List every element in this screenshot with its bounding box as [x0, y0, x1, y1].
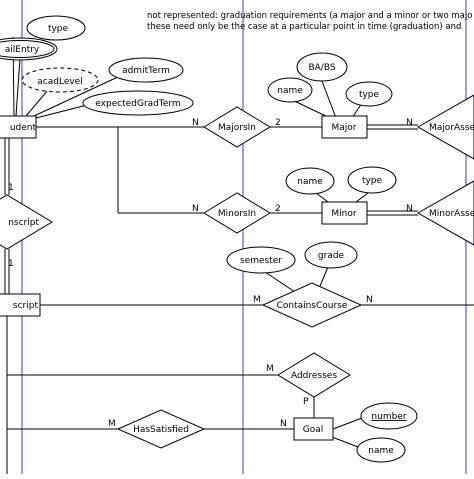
card-minorsin-student: N — [192, 204, 199, 214]
card-containscourse-right: N — [366, 295, 373, 305]
entity-student-label: udent — [10, 123, 37, 133]
attr-acadlevel-label: acadLevel — [37, 77, 82, 87]
card-student-transcript: 1 — [8, 183, 14, 193]
attr-minor-type-shape — [347, 166, 397, 194]
attr-major-name-shape — [267, 77, 313, 103]
card-transcript-student: 1 — [8, 259, 14, 269]
rel-minorsin-shape — [203, 192, 271, 234]
entity-transcript-shape — [0, 293, 41, 317]
entity-goal-label: Goal — [303, 425, 324, 435]
rel-addresses-label: Addresses — [291, 371, 337, 381]
entity-transcript-label: script — [13, 301, 39, 311]
attr-babs-label: BA/BS — [308, 63, 335, 73]
attr-expectedgradterm-shape — [82, 90, 194, 116]
attr-grade-label: grade — [318, 251, 345, 261]
attr-major-type-label: type — [359, 90, 380, 100]
card-majorassess: N — [406, 118, 413, 128]
link-number-goal — [332, 417, 363, 430]
attr-type-label: type — [48, 24, 69, 34]
rel-hastranscript-shape — [0, 194, 53, 250]
rel-majorassess-shape — [416, 94, 474, 160]
rel-majorassess-label: MajorAsse — [429, 123, 474, 133]
entity-student-shape — [0, 115, 37, 139]
attr-minor-name-label: name — [297, 177, 323, 187]
rel-majorsin-shape — [203, 106, 271, 148]
note-line-2: these need only be the case at a particu… — [147, 22, 462, 32]
entity-major-label: Major — [332, 123, 357, 133]
link-semester-containscourse — [261, 269, 296, 293]
attr-admitterm-label: admitTerm — [122, 66, 170, 76]
attr-grade-shape — [304, 241, 358, 269]
attr-type-shape — [26, 15, 86, 41]
entity-minor-shape — [321, 201, 368, 225]
card-addresses-left: M — [266, 364, 274, 374]
card-containscourse-transcript: M — [253, 295, 261, 305]
attr-babs-shape — [296, 52, 348, 82]
attr-expectedgradterm-label: expectedGradTerm — [95, 99, 180, 109]
attr-number-label: number — [371, 412, 406, 422]
card-minorassess: N — [406, 204, 413, 214]
rel-hassatisfied-label: HasSatisfied — [133, 425, 189, 435]
attr-goal-name-shape — [356, 437, 406, 463]
rel-minorassess-label: MinorAsse — [429, 209, 474, 219]
rel-hassatisfied-shape — [116, 409, 206, 449]
attr-minor-name-shape — [285, 167, 335, 195]
attr-major-type-shape — [345, 81, 393, 107]
attr-number-shape — [360, 402, 418, 430]
link-admitterm-student — [33, 75, 121, 117]
card-hassatisfied-goal: N — [280, 419, 287, 429]
attr-major-name-label: name — [277, 86, 303, 96]
link-name-major — [289, 98, 331, 119]
attr-minor-type-label: type — [362, 176, 383, 186]
link-emailentry-student — [15, 57, 21, 117]
rel-minorsin-label: MinorsIn — [218, 209, 256, 219]
card-minorsin-minor: 2 — [275, 204, 281, 214]
rel-containscourse-shape — [261, 282, 363, 328]
rel-minorassess-shape — [416, 180, 474, 246]
attr-semester-label: semester — [240, 256, 282, 266]
attr-emailentry-label: ailEntry — [5, 45, 40, 55]
attr-semester-shape — [226, 246, 296, 274]
entity-major-shape — [321, 115, 368, 139]
attr-admitterm-shape — [108, 57, 184, 83]
rel-hastranscript-label: nscript — [8, 218, 39, 228]
attr-acadlevel-shape — [21, 67, 99, 93]
attr-emailentry-inner-shape — [0, 40, 55, 58]
link-babs-major — [321, 80, 337, 119]
card-majorsin-student: N — [192, 118, 199, 128]
link-name-goal — [331, 436, 359, 448]
card-hassatisfied-left: M — [108, 419, 116, 429]
rel-addresses-shape — [277, 352, 351, 398]
link-acadlevel-student — [25, 89, 49, 117]
attr-goal-name-label: name — [368, 446, 394, 456]
card-addresses-goal: P — [303, 397, 309, 407]
entity-minor-label: Minor — [331, 209, 356, 219]
note-line-1: not represented: graduation requirements… — [147, 11, 473, 21]
entity-goal-shape — [293, 417, 334, 441]
rel-majorsin-label: MajorsIn — [218, 123, 256, 133]
card-majorsin-major: 2 — [275, 118, 281, 128]
rel-containscourse-label: ContainsCourse — [277, 301, 348, 311]
